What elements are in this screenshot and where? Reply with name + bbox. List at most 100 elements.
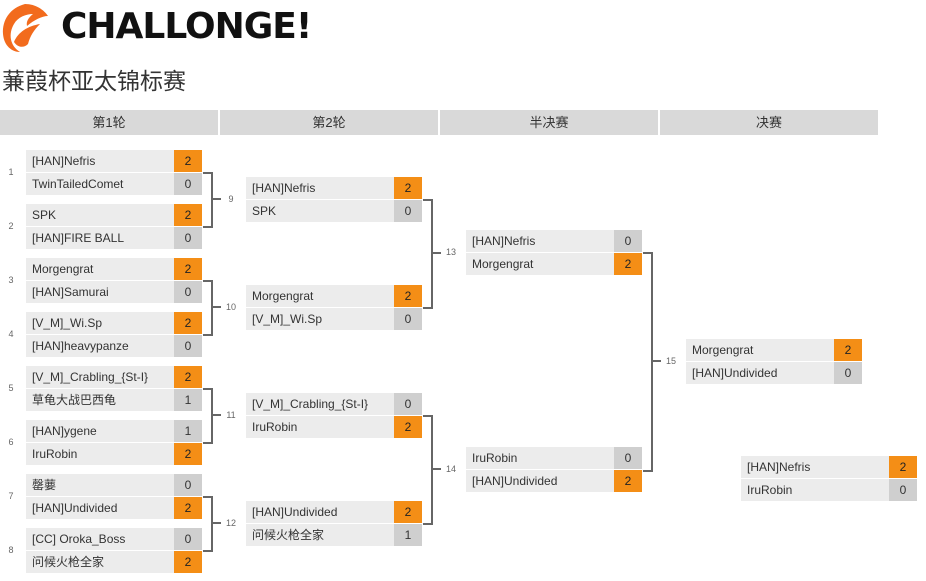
player-name: [CC] Oroka_Boss (32, 532, 126, 546)
player-name: [HAN]FIRE BALL (32, 231, 125, 245)
match-player[interactable]: [V_M]_Crabling_{St-I}0 (246, 393, 422, 415)
match-player[interactable]: 罄葽 0 (26, 474, 202, 496)
round-header-final: 决赛 (660, 110, 878, 135)
player-name: [HAN]Undivided (32, 501, 118, 515)
player-name: [HAN]Nefris (252, 181, 316, 195)
player-score: 0 (834, 362, 862, 384)
player-score: 2 (394, 285, 422, 307)
match-number: 13 (445, 247, 456, 257)
player-name: Morgengrat (692, 343, 754, 357)
player-score: 2 (889, 456, 917, 478)
player-name: 问候火枪全家 (252, 528, 325, 542)
match-player[interactable]: [HAN]Undivided 2 (466, 470, 642, 492)
player-score: 2 (174, 551, 202, 573)
match-player[interactable]: [HAN]FIRE BALL 0 (26, 227, 202, 249)
player-score: 2 (174, 204, 202, 226)
player-name: [V_M]_Crabling_{St-I} (32, 370, 149, 384)
round-header-semifinal: 半决赛 (440, 110, 658, 135)
player-score: 2 (174, 312, 202, 334)
match-number: 3 (8, 275, 14, 285)
player-score: 0 (174, 173, 202, 195)
match-player[interactable]: 问候火枪全家 2 (26, 551, 202, 573)
bracket-connector (213, 306, 221, 308)
bracket-connector (213, 522, 221, 524)
match-number: 6 (8, 437, 14, 447)
player-score: 0 (889, 479, 917, 501)
player-score: 2 (174, 497, 202, 519)
player-score: 2 (174, 258, 202, 280)
bracket-connector (423, 199, 433, 309)
player-name: [HAN]Samurai (32, 285, 109, 299)
match-player[interactable]: [V_M]_Crabling_{St-I}2 (26, 366, 202, 388)
player-name: 罄葽 (32, 478, 57, 492)
match-number: 1 (8, 167, 14, 177)
player-name: [HAN]ygene (32, 424, 97, 438)
player-name: [HAN]Undivided (472, 474, 558, 488)
player-score: 0 (174, 227, 202, 249)
match-number: 2 (8, 221, 14, 231)
tournament-title: 蒹葭杯亚太锦标赛 (2, 69, 186, 95)
player-score: 0 (174, 474, 202, 496)
match-7[interactable]: 罄葽 0 [HAN]Undivided 2 (26, 474, 202, 520)
player-name: [HAN]heavypanze (32, 339, 129, 353)
match-number: 11 (226, 410, 236, 420)
match-player[interactable]: [HAN]Undivided 2 (26, 497, 202, 519)
player-score: 1 (174, 389, 202, 411)
player-name: [V_M]_Crabling_{St-I} (252, 397, 369, 411)
player-score: 2 (614, 470, 642, 492)
bracket-connector (203, 280, 213, 336)
match-player[interactable]: [HAN]Nefris 2 (741, 456, 917, 478)
match-number: 7 (8, 491, 14, 501)
match-number: 10 (225, 302, 236, 312)
player-score: 2 (174, 150, 202, 172)
challonge-logo-icon (2, 4, 48, 52)
round-header-1: 第1轮 (0, 110, 218, 135)
player-name: 问候火枪全家 (32, 555, 105, 569)
bracket-connector (433, 468, 441, 470)
player-name: [HAN]Nefris (472, 234, 536, 248)
player-name: [HAN]Nefris (747, 460, 811, 474)
bracket-connector (433, 252, 441, 254)
player-score: 0 (614, 447, 642, 469)
brand-name[interactable]: CHALLONGE! (61, 6, 312, 47)
